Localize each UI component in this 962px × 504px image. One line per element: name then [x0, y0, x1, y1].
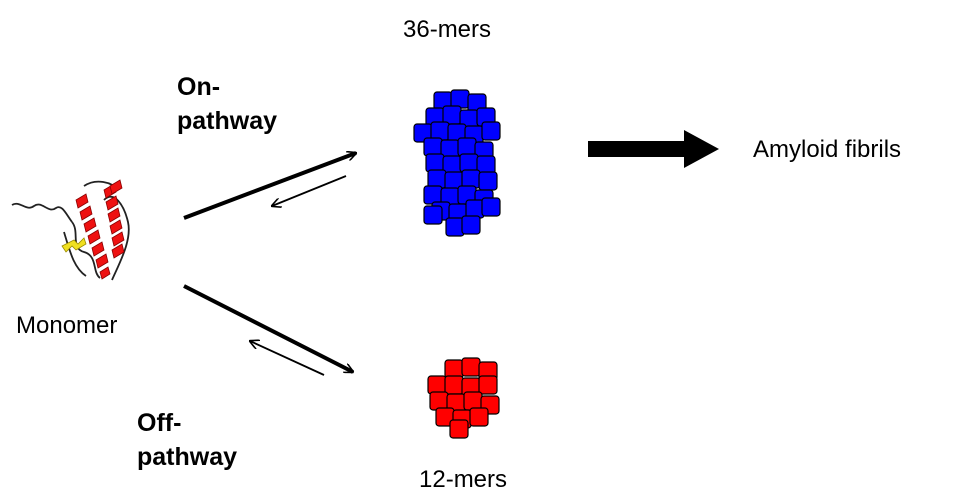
oligomer-subunit	[450, 89, 470, 109]
oligomer-subunit	[478, 375, 498, 395]
oligomer-subunit	[444, 375, 464, 395]
fibril-arrow	[588, 130, 719, 168]
oligomer-subunit	[457, 137, 477, 157]
oligomer-subunit	[423, 205, 443, 225]
on-pathway-forward-arrow	[183, 153, 356, 220]
oligomer-subunit	[427, 169, 447, 189]
oligomer-subunit	[481, 121, 501, 141]
pathway-arrows	[183, 153, 356, 376]
36-mers-label: 36-mers	[403, 16, 492, 43]
oligomer-subunit	[425, 153, 445, 173]
12-mer-cluster	[427, 357, 500, 439]
oligomer-subunit	[430, 121, 450, 141]
oligomer-subunit	[449, 419, 469, 439]
oligomer-subunit	[469, 407, 489, 427]
off-pathway-forward-arrow	[183, 284, 353, 374]
oligomer-subunit	[423, 185, 443, 205]
off-pathway-reverse-arrow	[250, 341, 325, 376]
oligomer-subunit	[465, 199, 485, 219]
oligomer-subunit	[461, 215, 481, 235]
36-mer-cluster	[413, 89, 501, 237]
oligomer-subunit	[461, 169, 481, 189]
on-pathway-reverse-arrow	[272, 175, 347, 206]
on-pathway-label: On- pathway	[177, 73, 278, 135]
oligomer-subunit	[442, 105, 462, 125]
oligomer-subunit	[429, 391, 449, 411]
oligomer-subunit	[423, 137, 443, 157]
oligomer-subunit	[463, 391, 483, 411]
oligomer-subunit	[478, 171, 498, 191]
oligomer-subunit	[481, 197, 501, 217]
oligomer-subunit	[427, 375, 447, 395]
amyloid-fibrils-label: Amyloid fibrils	[753, 136, 902, 163]
off-pathway-label: Off- pathway	[137, 409, 238, 471]
oligomer-subunit	[445, 217, 465, 237]
oligomer-subunit	[461, 357, 481, 377]
monomer-structure-icon	[11, 179, 130, 281]
monomer-label: Monomer	[16, 312, 118, 339]
oligomer-subunit	[459, 153, 479, 173]
12-mers-label: 12-mers	[419, 466, 508, 493]
oligomer-subunit	[444, 359, 464, 379]
